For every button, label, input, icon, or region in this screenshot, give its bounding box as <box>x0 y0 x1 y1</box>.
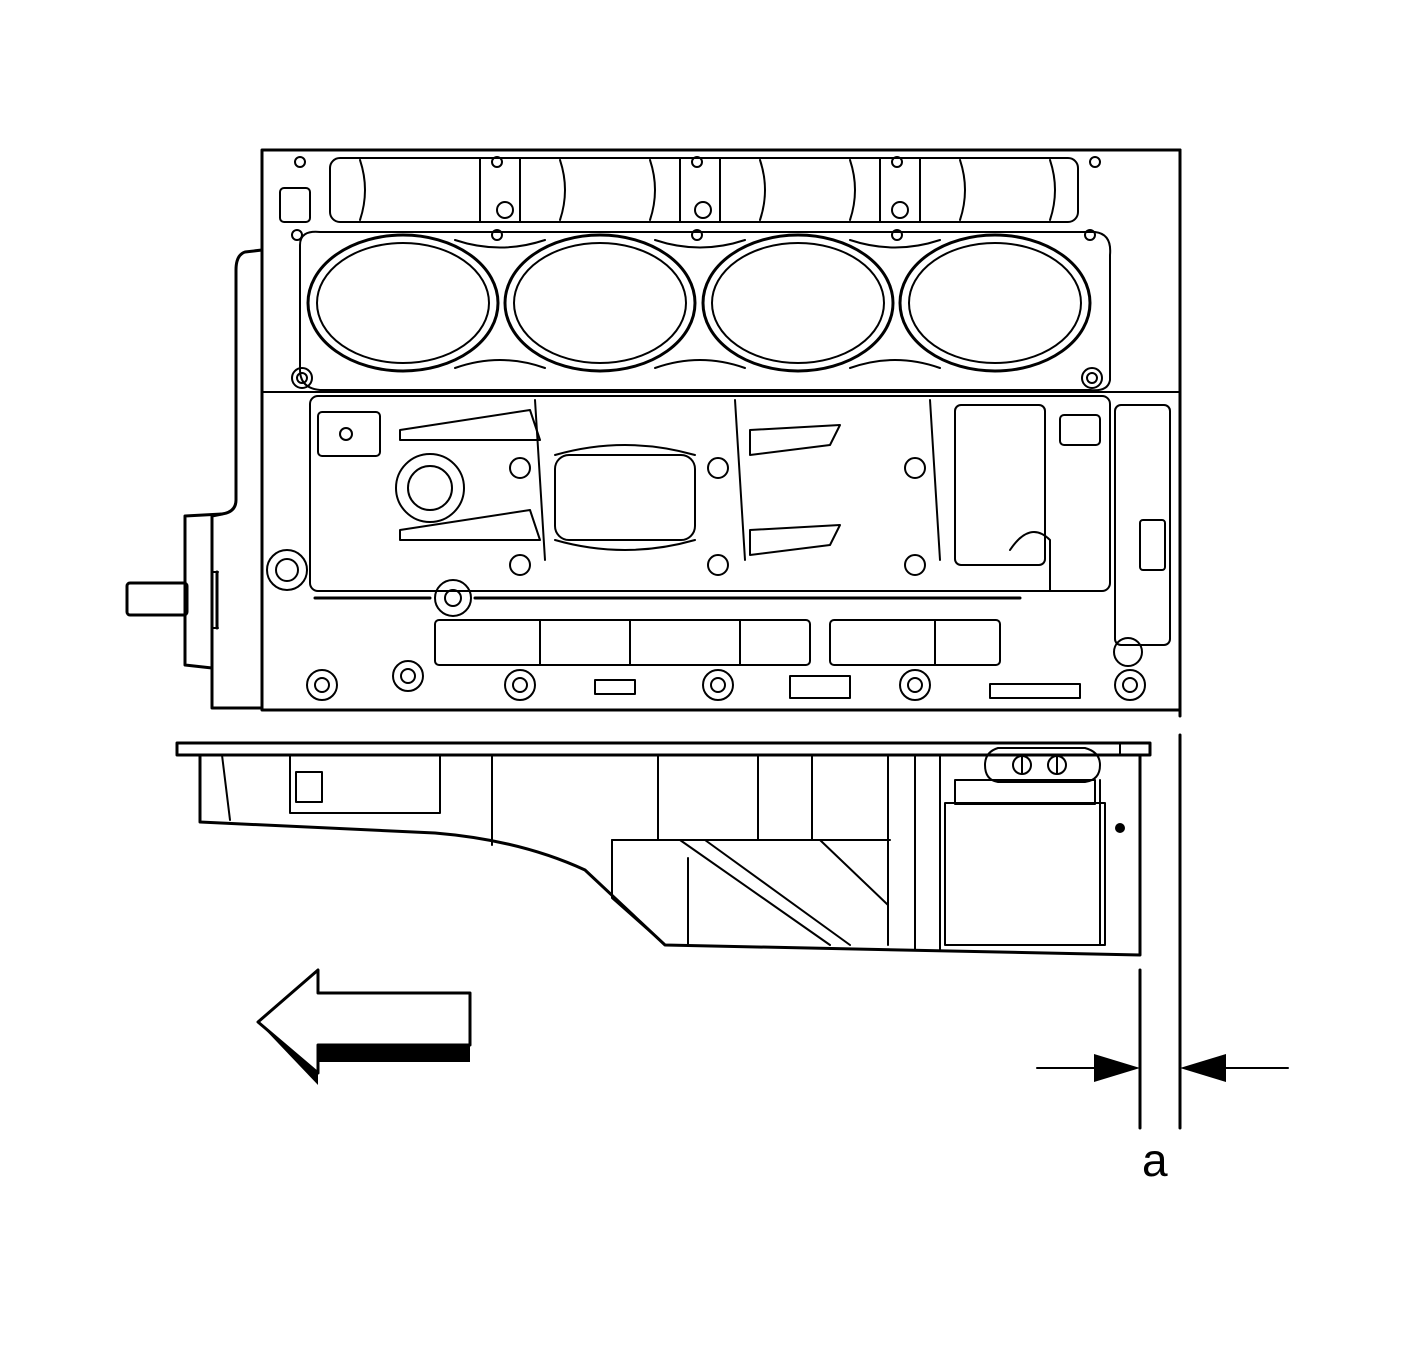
gap-label: a <box>1142 1134 1168 1186</box>
oil-pickup-flange <box>984 747 1101 783</box>
cylinder-bore-1 <box>306 233 500 373</box>
oil-gallery-rail <box>266 549 1022 617</box>
engine-block <box>125 148 1182 718</box>
deck-ribs <box>279 156 1101 241</box>
arrow-right-icon <box>1094 1054 1140 1082</box>
front-cover <box>125 248 264 710</box>
oil-pan-flange <box>175 741 1152 757</box>
oil-pan <box>175 741 1152 957</box>
crankshaft-snout <box>125 581 189 617</box>
cylinder-bore-3 <box>701 233 895 373</box>
cylinder-bore-2 <box>503 233 697 373</box>
arrow-left-icon <box>256 968 472 1085</box>
arrow-left-icon <box>1180 1054 1226 1082</box>
head-gasket-outline <box>299 230 1112 392</box>
oil-pan-body <box>198 753 1142 957</box>
gap-measurement: a <box>1036 733 1289 1186</box>
crankcase <box>261 391 1181 667</box>
pan-rail <box>306 619 1146 701</box>
cylinder-bores <box>291 233 1103 389</box>
cylinder-bore-4 <box>898 233 1092 373</box>
